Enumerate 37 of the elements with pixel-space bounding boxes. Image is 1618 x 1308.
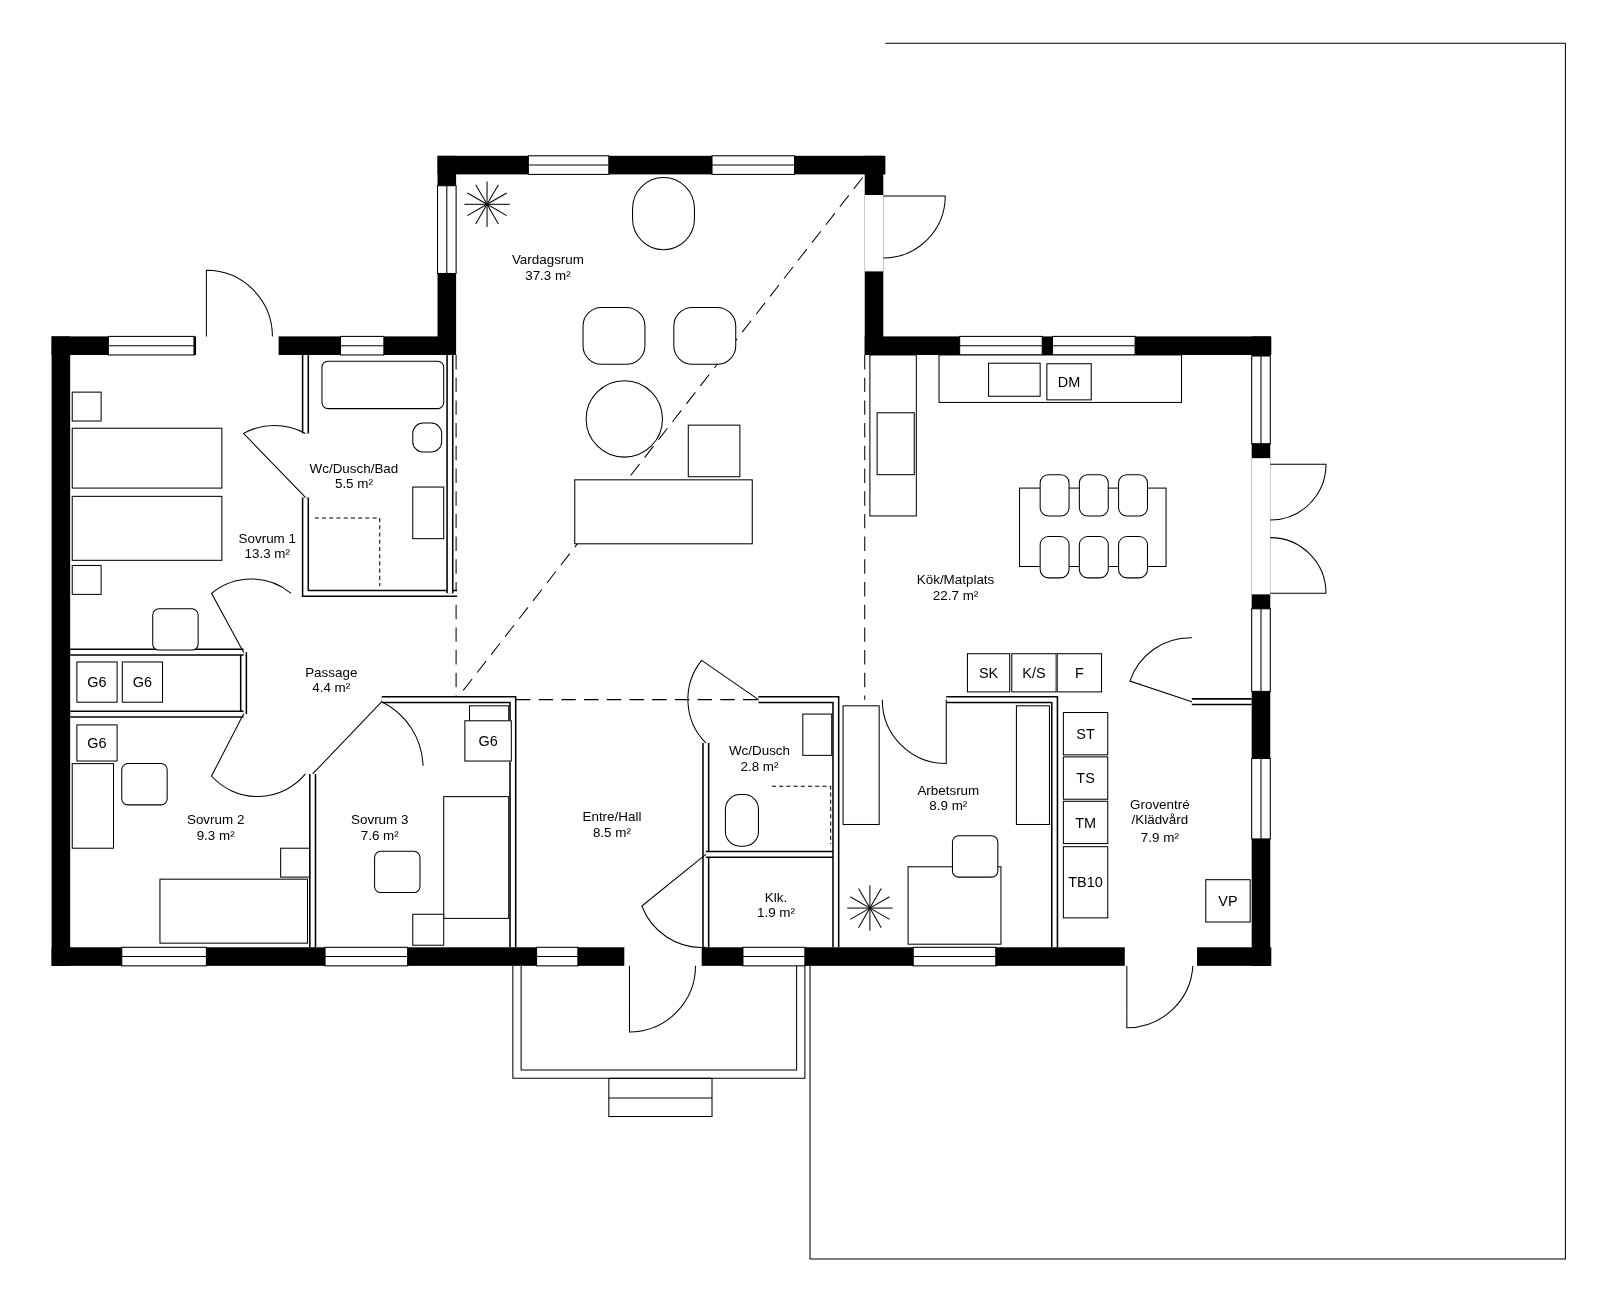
room-name: Kök/Matplats [916,571,995,588]
room-name: Sovrum 1 [238,530,296,546]
room-area: 2.8 m² [740,758,779,774]
fixture-box: TS [1062,756,1109,800]
room-area: 9.3 m² [196,827,235,844]
room-area: 13.3 m² [244,545,290,562]
fixture-box: K/S [1011,653,1057,693]
room-name: Sovrum 2 [186,812,245,828]
room-area: 37.3 m² [525,267,571,283]
fixture-box: DM [1046,363,1092,401]
room-name: Klk. [764,889,788,905]
fixture-box: G6 [464,720,512,762]
room-name: Wc/Dusch [728,742,791,759]
fixture-box: G6 [76,661,118,703]
room-name: Groventré /Klädvård [1129,796,1191,828]
fixture-box: SK [966,653,1011,693]
fixture-box: F [1056,653,1103,693]
fixture-box: G6 [121,661,164,703]
fixture-box: TM [1062,800,1109,845]
room-name: Wc/Dusch/Bad [309,460,399,476]
room-name: Sovrum 3 [351,812,409,828]
room-name: Passage [305,664,358,680]
room-area: 7.6 m² [360,827,399,844]
room-name: Entre/Hall [582,809,642,825]
room-area: 7.9 m² [1140,829,1179,846]
fixture-box: ST [1062,712,1109,756]
room-area: 22.7 m² [932,587,979,603]
room-area: 8.9 m² [929,797,968,814]
room-area: 8.5 m² [592,824,631,840]
room-area: 1.9 m² [757,905,795,921]
fixture-box: TB10 [1062,846,1109,919]
room-name: Vardagsrum [511,251,584,268]
room-name: Arbetsrum [917,782,980,798]
room-area: 5.5 m² [334,475,373,492]
fixture-box: G6 [76,724,118,762]
fixture-box: VP [1205,879,1251,923]
room-area: 4.4 m² [312,680,351,696]
